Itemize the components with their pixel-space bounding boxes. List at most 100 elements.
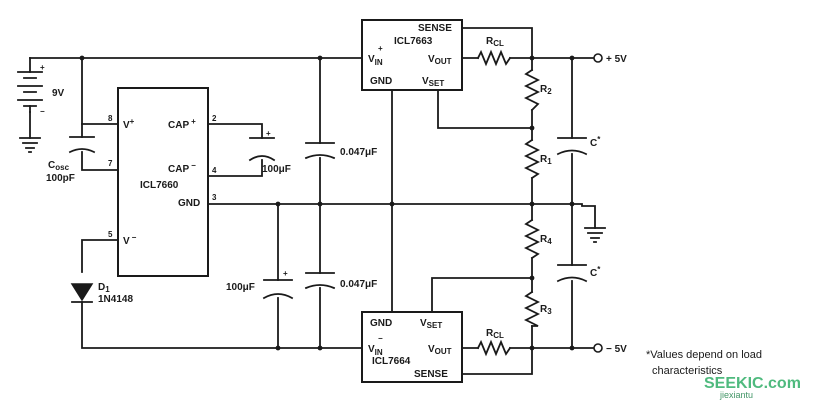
icl7663-vin: V [368,54,375,65]
resistor-r2: R2 [523,68,552,112]
watermark-sub: jiexiantu [719,390,753,400]
neg-cap-plus: + [283,269,288,278]
svg-text:D1: D1 [98,282,110,294]
pump-cap-value: 100μF [262,164,291,175]
svg-text:VOUT: VOUT [428,54,452,66]
icl7663-gnd: GND [370,76,392,87]
icl7660-chip: V+ CAP+ CAP− ICL7660 GND V− 8 7 5 2 4 3 [108,87,217,277]
battery-plus: + [40,63,45,72]
pump-capacitor: + 100μF [248,129,291,175]
footnote-line1: *Values depend on load [646,349,762,361]
ground-icon [19,137,41,153]
pin-gnd: GND [178,198,200,209]
r2-name: R [540,84,548,95]
pin-number-4: 4 [212,166,217,175]
icl7664-vset-sub: SET [427,321,443,330]
icl7664-vin-sub: IN [375,348,383,357]
icl7664-vset: V [420,318,427,329]
footnote-line2: characteristics [652,365,723,377]
capacitor-c-top: C* [556,135,601,156]
bypass-capacitor-bottom: 0.047μF [304,272,377,290]
pin-number-7: 7 [108,159,113,168]
pin-vminus-sup: − [132,233,137,242]
c-top-sup: * [597,135,601,144]
output-pos-label: + 5V [606,54,627,65]
icl7663-vout-sub: OUT [435,57,452,66]
svg-text:RCL: RCL [486,36,504,48]
diode-part: 1N4148 [98,294,133,305]
r1-sub: 1 [547,157,552,166]
resistor-rcl-bottom: RCL [476,328,512,357]
diode-d1: D1 1N4148 [70,282,133,305]
junction-dots [79,55,575,351]
r1-name: R [540,154,548,165]
icl7663-name: ICL7663 [394,36,433,47]
watermark-main: SEEKIC.com [704,375,801,392]
icl7664-vin: V [368,344,375,355]
svg-text:R4: R4 [540,234,552,246]
resistor-rcl-top: RCL [476,36,512,67]
icl7664-vout-sub: OUT [435,347,452,356]
pin-cap-plus-sup: + [191,117,196,126]
rcl-bottom-name: R [486,328,494,339]
icl7663-chip: SENSE ICL7663 VIN + VOUT GND VSET [361,19,463,91]
cosc-name: C [48,160,55,171]
cosc-value: 100pF [46,173,75,184]
svg-text:R1: R1 [540,154,552,166]
pin-number-5: 5 [108,230,113,239]
diode-sub: 1 [105,285,110,294]
icl7664-vin-sup: − [378,334,383,343]
rcl-top-name: R [486,36,494,47]
resistor-r4: R4 [523,218,552,260]
wires [29,27,596,375]
battery-label: 9V [52,88,65,99]
c-top-name: C [590,138,597,149]
pin-number-3: 3 [212,193,217,202]
r4-sub: 4 [547,237,552,246]
output-terminal-positive: + 5V [593,53,627,65]
r4-name: R [540,234,548,245]
icl7664-sense: SENSE [414,369,448,380]
svg-text:R3: R3 [540,304,552,316]
pin-cap-minus: CAP [168,164,189,175]
pin-vminus: V [123,236,130,247]
capacitor-c-bottom: C* [556,264,601,283]
rcl-top-sub: CL [493,39,504,48]
bypass-top-value: 0.047μF [340,147,377,158]
watermark-logo: SEEKIC.com jiexiantu [704,375,801,400]
negative-capacitor: + 100μF [226,269,294,300]
battery-9v: + − 9V [17,63,65,116]
neg-cap-value: 100μF [226,282,255,293]
icl7664-gnd: GND [370,318,392,329]
svg-text:R2: R2 [540,84,552,96]
diode-name: D [98,282,105,293]
bypass-bottom-value: 0.047μF [340,279,377,290]
pin-number-8: 8 [108,114,113,123]
svg-text:VIN: VIN [368,344,383,357]
pin-number-2: 2 [212,114,217,123]
pin-cap-plus: CAP [168,120,189,131]
svg-text:RCL: RCL [486,328,504,340]
icl7664-chip: GND VSET VIN − VOUT ICL7664 SENSE [361,311,463,383]
pin-vplus: V [123,120,130,131]
icl7663-vin-sup: + [378,44,383,53]
rcl-bottom-sub: CL [493,331,504,340]
icl7664-vout: V [428,344,435,355]
icl7664-name: ICL7664 [372,356,411,367]
svg-text:VSET: VSET [420,318,442,330]
r3-sub: 3 [547,307,552,316]
cosc-sub: osc [55,163,69,172]
battery-minus: − [40,107,45,116]
cosc-capacitor: Cosc 100pF [46,136,96,184]
svg-text:CAP−: CAP− [168,161,196,175]
bypass-capacitor-top: 0.047μF [304,142,377,160]
svg-text:VIN: VIN [368,54,383,67]
pump-cap-plus: + [266,129,271,138]
output-terminal-negative: − 5V [593,343,627,355]
icl7663-vset: V [422,76,429,87]
icl7663-sense: SENSE [418,23,452,34]
resistor-r3: R3 [523,290,552,327]
pin-vplus-sup: + [130,117,135,126]
ground-icon [584,227,606,243]
